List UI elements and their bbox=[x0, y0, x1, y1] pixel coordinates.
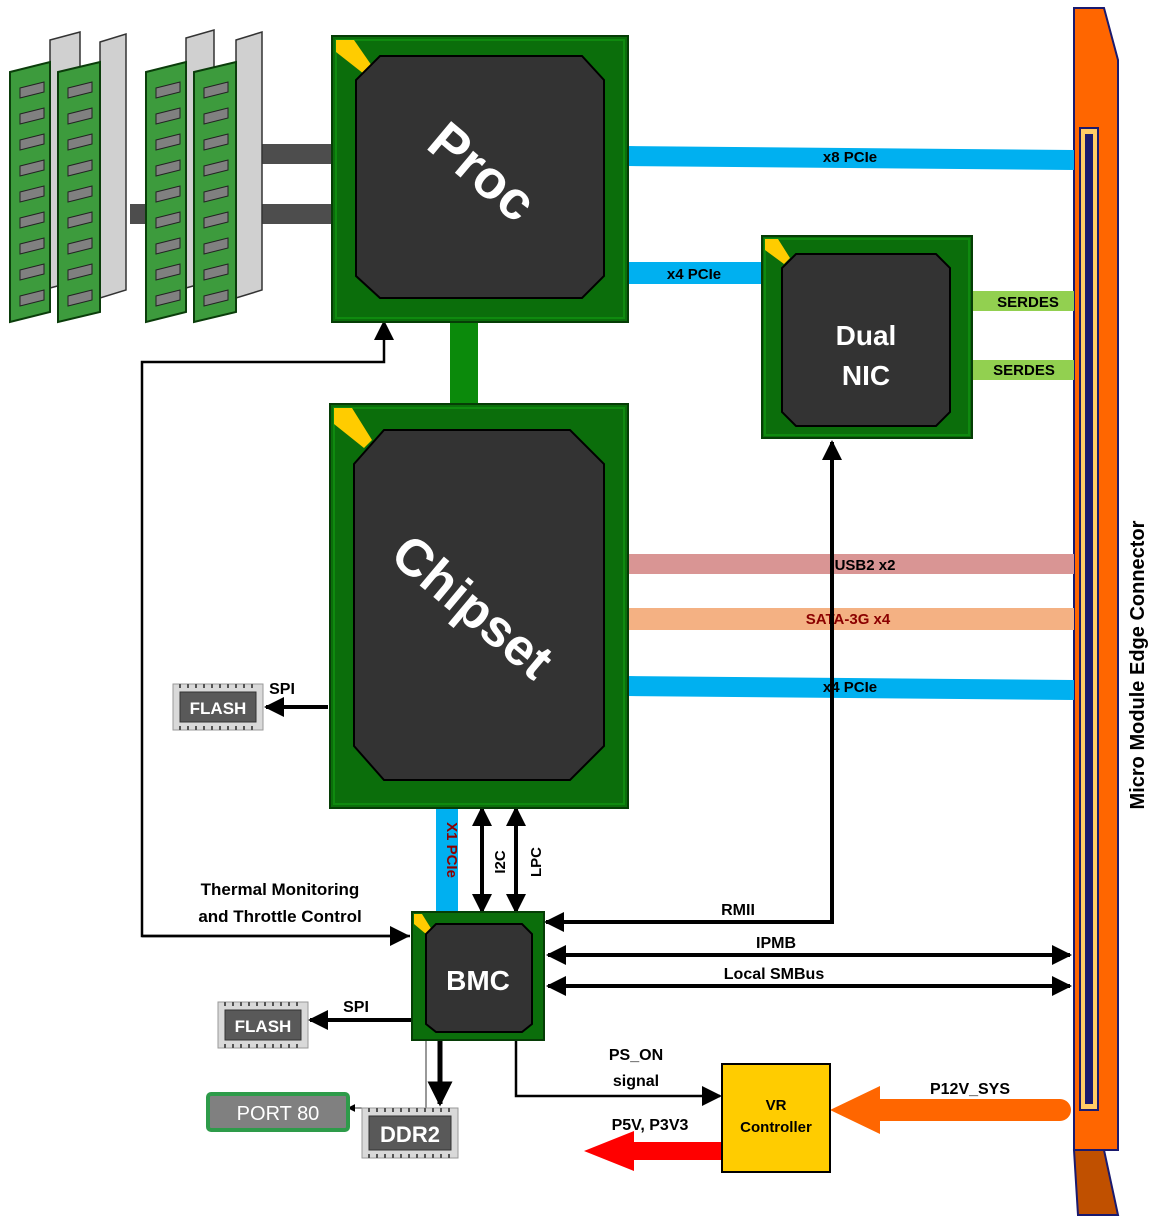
vr-label-1: VR bbox=[766, 1097, 787, 1114]
x1-pcie-bus bbox=[436, 804, 458, 916]
port80-line bbox=[347, 1040, 427, 1112]
nic-label-1: Dual bbox=[836, 320, 897, 351]
edge-connector bbox=[1072, 7, 1120, 1216]
proc-x4-pcie-bus bbox=[628, 262, 766, 284]
proc-x8-pcie-bus bbox=[628, 146, 1074, 170]
flash-chipset-label: FLASH bbox=[190, 699, 247, 718]
serdes-bus-2 bbox=[972, 360, 1074, 380]
ps-on-label-2: signal bbox=[613, 1073, 659, 1090]
p5v-label: P5V, P3V3 bbox=[612, 1117, 689, 1134]
dimm-modules bbox=[9, 29, 334, 324]
vr-controller-box bbox=[721, 1063, 831, 1173]
serdes-label-1: SERDES bbox=[997, 294, 1059, 311]
flash-bmc-label: FLASH bbox=[235, 1017, 292, 1036]
thermal-label-1: Thermal Monitoring bbox=[201, 880, 360, 899]
serdes-label-2: SERDES bbox=[993, 362, 1055, 379]
ddr2-chip bbox=[361, 1107, 459, 1159]
ps-on-line bbox=[514, 1040, 722, 1106]
p5v-arrow bbox=[584, 1131, 722, 1171]
i2c-label: I2C bbox=[492, 850, 509, 874]
ps-on-label-1: PS_ON bbox=[609, 1047, 663, 1064]
ipmb-label: IPMB bbox=[756, 935, 796, 952]
proc-x4-pcie-label: x4 PCIe bbox=[667, 266, 721, 283]
rmii-label: RMII bbox=[721, 902, 755, 919]
port80-label: PORT 80 bbox=[237, 1103, 320, 1125]
thermal-label-2: and Throttle Control bbox=[198, 907, 361, 926]
port80-box bbox=[206, 1092, 350, 1132]
proc-chip bbox=[331, 35, 629, 323]
dual-nic-chip bbox=[761, 235, 973, 439]
proc-x8-pcie-label: x8 PCIe bbox=[823, 149, 877, 166]
serdes-bus-1 bbox=[972, 291, 1074, 311]
flash-bmc-chip bbox=[217, 1001, 309, 1049]
bmc-chip bbox=[411, 911, 545, 1041]
bmc-label: BMC bbox=[446, 965, 510, 996]
spi-chipset-label: SPI bbox=[269, 681, 295, 698]
p12v-arrow bbox=[830, 1086, 1071, 1134]
connector-label: Micro Module Edge Connector bbox=[1127, 520, 1149, 809]
chipset-chip bbox=[329, 403, 629, 809]
x1-pcie-label: X1 PCIe bbox=[443, 822, 460, 878]
ddr2-label: DDR2 bbox=[380, 1122, 440, 1147]
nic-label-2: NIC bbox=[842, 360, 890, 391]
rmii-line bbox=[544, 440, 842, 932]
vr-label-2: Controller bbox=[740, 1119, 812, 1136]
usb2-label: USB2 x2 bbox=[835, 557, 896, 574]
sata-label: SATA-3G x4 bbox=[806, 611, 891, 628]
spi-bmc-label: SPI bbox=[343, 999, 369, 1016]
lpc-label: LPC bbox=[528, 847, 545, 877]
proc-chipset-link bbox=[450, 322, 478, 406]
p12v-label: P12V_SYS bbox=[930, 1081, 1010, 1098]
flash-chipset-chip bbox=[172, 683, 264, 731]
smbus-label: Local SMBus bbox=[724, 966, 825, 983]
